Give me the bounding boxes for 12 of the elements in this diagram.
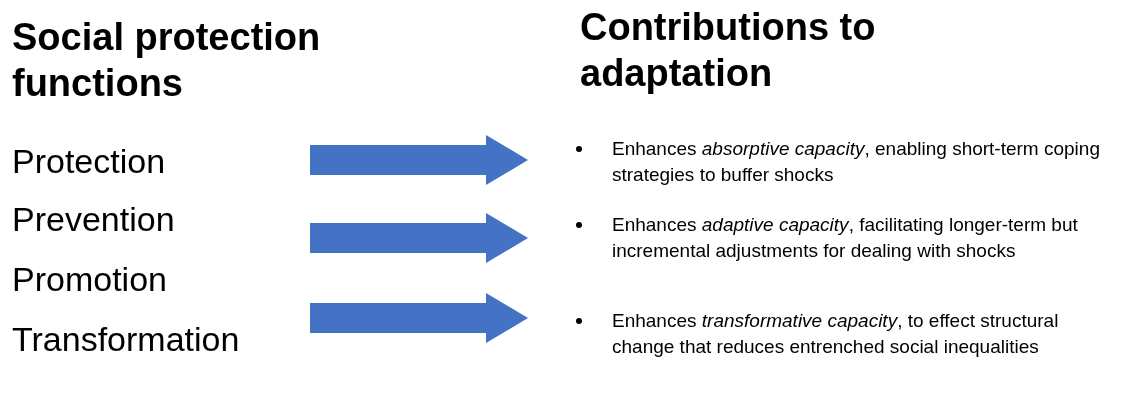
block-arrow (310, 213, 528, 263)
block-arrow (310, 135, 528, 185)
heading: Contributions to adaptation (580, 5, 877, 96)
contribution-text: Enhances adaptive capacity, facilitating longer-term but incremental adjustments for dealing with shocks (612, 213, 1079, 263)
contribution-text: Enhances transformative capacity, to effect structural change that reduces entrenched social inequalities (612, 309, 1060, 359)
function-label: Transformation (12, 319, 240, 360)
heading: Social protection functions (12, 15, 322, 106)
contribution-text: Enhances absorptive capacity, enabling short-term coping strategies to buffer shocks (612, 137, 1101, 187)
block-arrow (310, 293, 528, 343)
function-label: Promotion (12, 259, 167, 300)
function-label: Prevention (12, 199, 175, 240)
function-label: Protection (12, 141, 166, 182)
